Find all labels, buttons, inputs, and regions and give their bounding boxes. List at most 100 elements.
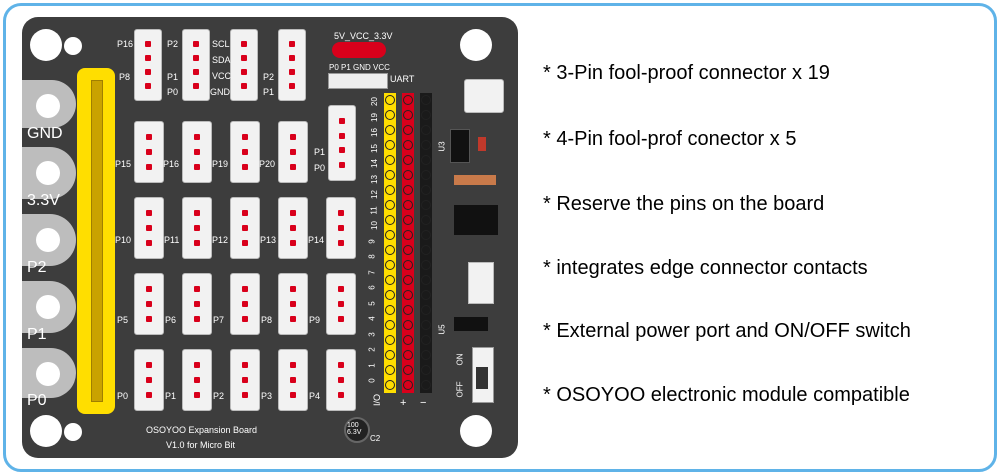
pin-label: P2 — [167, 39, 179, 49]
connector-pin — [241, 69, 247, 75]
connector-pin — [242, 149, 248, 155]
header-pin — [385, 320, 395, 330]
connector-pin — [290, 392, 296, 398]
header-pin — [385, 95, 395, 105]
connector-pin — [290, 316, 296, 322]
mount-hole — [460, 415, 492, 447]
edge-contact-p0 — [22, 348, 76, 398]
connector-pin — [290, 134, 296, 140]
header-pin — [403, 125, 413, 135]
header-number: 4 — [367, 316, 377, 321]
connector-pin — [146, 149, 152, 155]
pin-label: P5 — [117, 315, 129, 325]
connector — [230, 29, 258, 101]
connector-pin — [338, 210, 344, 216]
header-pin — [385, 335, 395, 345]
mount-hole — [30, 415, 62, 447]
header-number: 19 — [369, 112, 379, 122]
pin-label: P1 — [167, 72, 179, 82]
header-pin — [403, 320, 413, 330]
connector — [134, 197, 164, 259]
connector-pin — [242, 392, 248, 398]
connector-pin — [338, 316, 344, 322]
uart-label: UART — [390, 74, 415, 84]
edge-hole — [36, 94, 60, 118]
pin-label: VCC — [212, 71, 232, 81]
pin-label: P2 — [213, 391, 225, 401]
header-pin — [421, 155, 431, 165]
mount-hole — [64, 37, 82, 55]
switch-on-label: ON — [455, 353, 465, 366]
header-pin — [421, 380, 431, 390]
edge-contact-gnd — [22, 80, 76, 128]
power-header-label: 5V_VCC_3.3V — [334, 31, 393, 41]
connector-pin — [242, 316, 248, 322]
header-pin — [403, 350, 413, 360]
connector-pin — [145, 55, 151, 61]
connector — [326, 349, 356, 411]
connector-pin — [194, 164, 200, 170]
feature-item: * OSOYOO electronic module compatible — [543, 384, 910, 406]
connector-pin — [146, 225, 152, 231]
pin-label: P12 — [212, 235, 229, 245]
switch-off-label: OFF — [455, 381, 465, 398]
header-pin — [421, 95, 431, 105]
feature-item: * External power port and ON/OFF switch — [543, 320, 911, 342]
header-number: 11 — [369, 205, 379, 215]
header-pin — [403, 230, 413, 240]
connector-pin — [194, 392, 200, 398]
pin-label: P1 — [263, 87, 275, 97]
connector-pin — [194, 316, 200, 322]
header-pin — [421, 305, 431, 315]
header-pin — [421, 170, 431, 180]
connector-pin — [290, 377, 296, 383]
header-number: 0 — [367, 378, 377, 383]
connector — [278, 349, 308, 411]
diode — [478, 137, 486, 151]
capacitor — [344, 417, 370, 443]
pin-label: GND — [210, 87, 230, 97]
connector-pin — [242, 286, 248, 292]
pin-label: P10 — [115, 235, 132, 245]
header-pin — [385, 200, 395, 210]
pin-label: P0 — [314, 163, 326, 173]
header-pin — [385, 185, 395, 195]
connector — [230, 273, 260, 335]
connector-pin — [242, 164, 248, 170]
uart-header — [328, 73, 388, 89]
connector — [278, 121, 308, 183]
connector-pin — [338, 301, 344, 307]
header-pin — [403, 200, 413, 210]
connector-pin — [242, 210, 248, 216]
power-switch-knob[interactable] — [476, 367, 488, 389]
connector — [182, 197, 212, 259]
connector-pin — [194, 149, 200, 155]
pin-label: P1 — [314, 147, 326, 157]
plus-label: + — [400, 397, 407, 409]
header-pin — [421, 320, 431, 330]
header-pin — [385, 125, 395, 135]
connector-pin — [146, 210, 152, 216]
connector-pin — [338, 240, 344, 246]
connector-pin — [242, 377, 248, 383]
connector-pin — [289, 69, 295, 75]
edge-hole — [36, 161, 60, 185]
pin-label: SCL — [212, 39, 230, 49]
pin-label: P9 — [309, 315, 321, 325]
header-pin — [403, 335, 413, 345]
connector-pin — [290, 164, 296, 170]
connector-pin — [146, 377, 152, 383]
header-pin — [421, 350, 431, 360]
header-number: 1 — [367, 362, 377, 368]
feature-item: * 3-Pin fool-proof connector x 19 — [543, 62, 830, 84]
header-pin — [403, 380, 413, 390]
connector — [326, 197, 356, 259]
connector — [278, 29, 306, 101]
chip-u3 — [450, 129, 470, 163]
connector-pin — [145, 69, 151, 75]
edge-hole — [36, 362, 60, 386]
header-pin — [403, 95, 413, 105]
edge-connector-slot-inner — [91, 80, 103, 402]
header-number: 15 — [369, 143, 379, 153]
header-number: 8 — [367, 254, 377, 259]
